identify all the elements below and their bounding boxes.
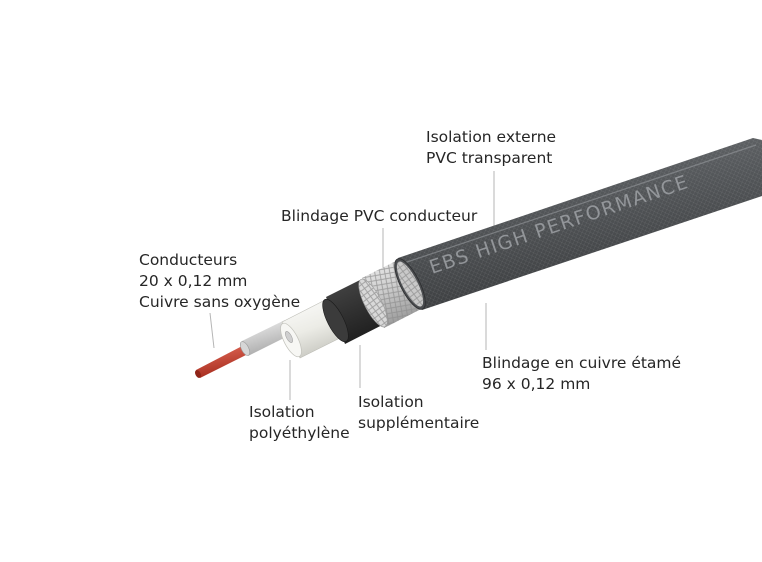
cable-outer-jacket: EBS HIGH PERFORMANCE — [394, 138, 762, 310]
label-extra-insulation-line2: supplémentaire — [358, 414, 480, 432]
label-poly-insulation-line2: polyéthylène — [249, 424, 350, 442]
label-outer-insulation-line1: Isolation externe — [426, 128, 557, 146]
label-copper-shield: Blindage en cuivre étamé 96 x 0,12 mm — [482, 353, 681, 395]
label-conductors: Conducteurs 20 x 0,12 mm Cuivre sans oxy… — [139, 250, 300, 313]
label-conductors-line3: Cuivre sans oxygène — [139, 293, 301, 311]
leader-conductors — [209, 312, 215, 349]
label-copper-shield-line1: Blindage en cuivre étamé — [482, 354, 682, 372]
label-conductors-line2: 20 x 0,12 mm — [139, 272, 248, 290]
label-poly-insulation: Isolation polyéthylène — [249, 402, 350, 444]
label-outer-insulation: Isolation externe PVC transparent — [426, 127, 556, 169]
label-copper-shield-line2: 96 x 0,12 mm — [482, 375, 591, 393]
label-poly-insulation-line1: Isolation — [249, 403, 315, 421]
label-extra-insulation: Isolation supplémentaire — [358, 392, 479, 434]
label-pvc-shield: Blindage PVC conducteur — [281, 206, 477, 227]
label-conductors-line1: Conducteurs — [139, 251, 238, 269]
label-outer-insulation-line2: PVC transparent — [426, 149, 553, 167]
cable-conductor — [194, 344, 250, 378]
cable-inner-tube — [239, 320, 292, 356]
label-pvc-shield-line1: Blindage PVC conducteur — [281, 207, 478, 225]
label-extra-insulation-line1: Isolation — [358, 393, 424, 411]
